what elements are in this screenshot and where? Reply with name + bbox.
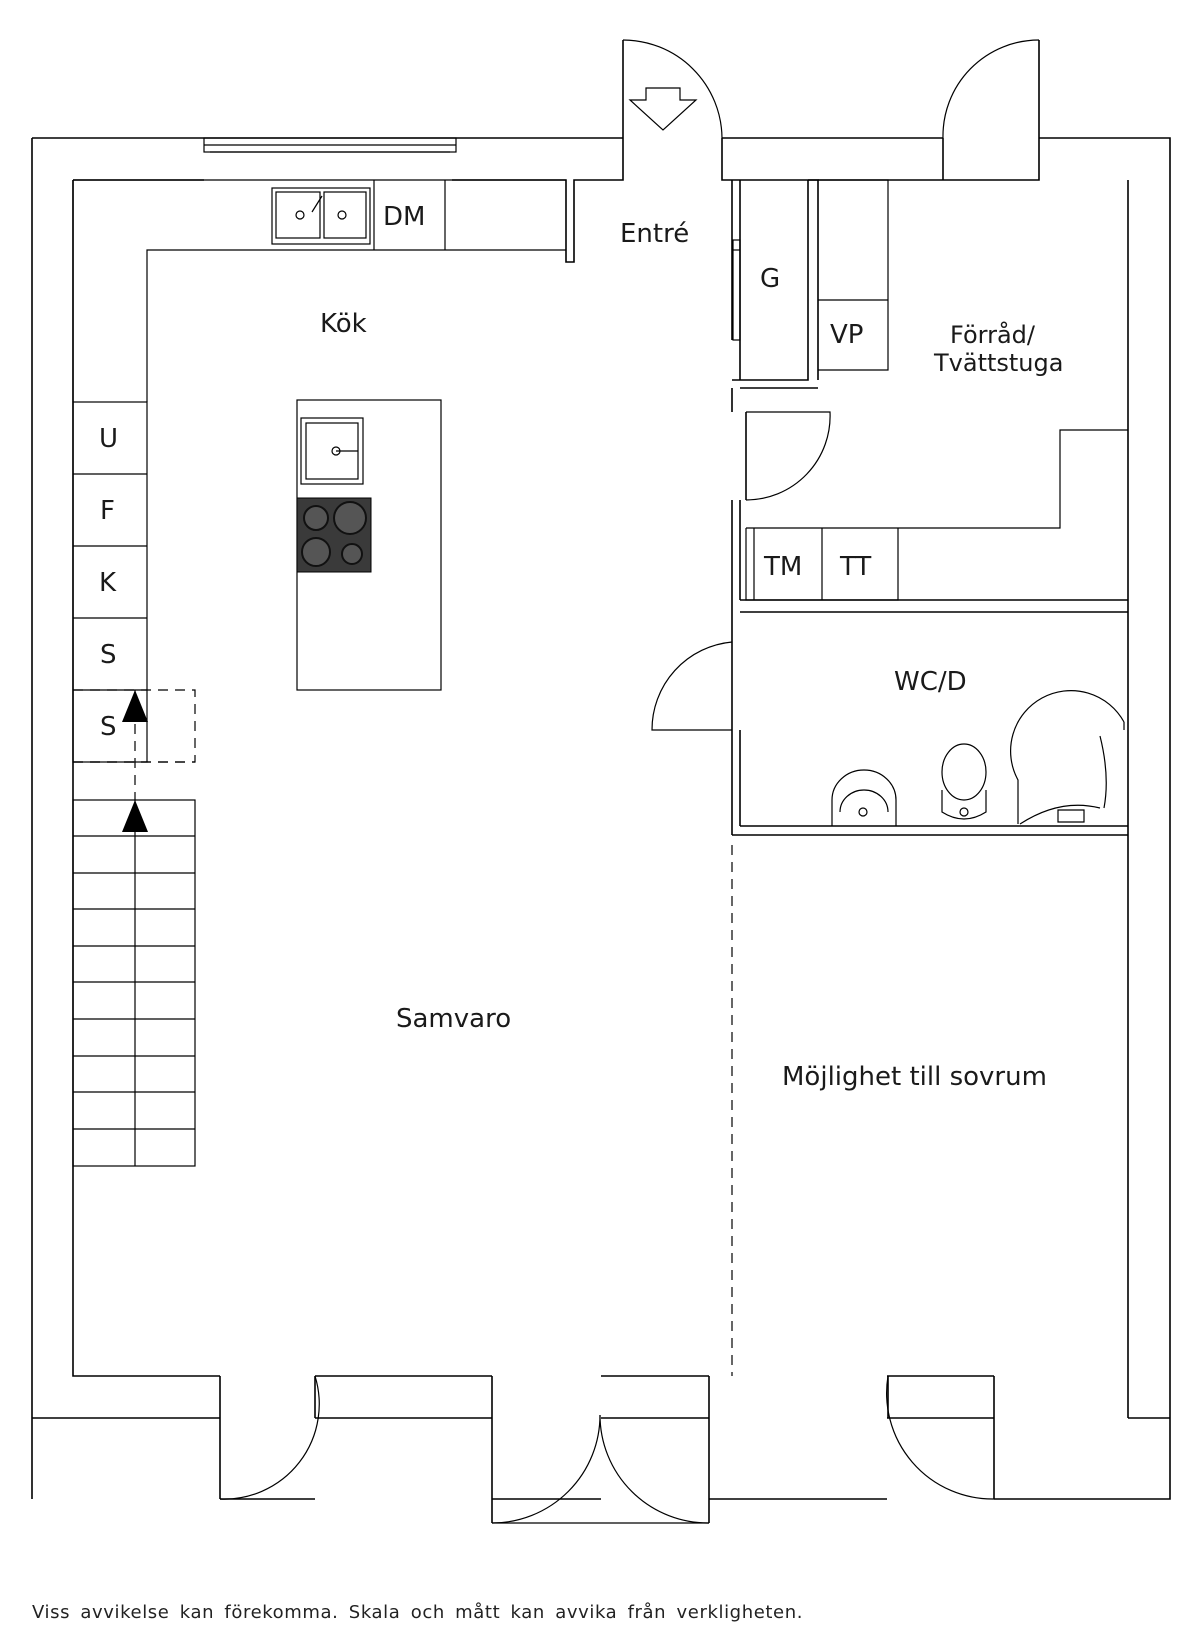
label-forrad-2: Tvättstuga <box>933 349 1063 377</box>
stair-arrow-icon <box>122 800 148 832</box>
floor-plan: DM U F K S S <box>31 39 1171 1524</box>
label-s1: S <box>100 640 117 670</box>
kitchen-counter-top: DM <box>72 179 566 402</box>
room-labels: Entré Kök G VP Förråd/ Tvättstuga TM TT … <box>320 219 1063 1092</box>
interior-walls <box>651 179 1128 1376</box>
kitchen-window <box>203 137 457 153</box>
entrance-arrow-icon <box>628 87 698 131</box>
label-wc: WC/D <box>894 667 967 697</box>
label-f: F <box>100 496 115 526</box>
label-s2: S <box>100 712 117 742</box>
label-vp: VP <box>830 320 863 350</box>
washbasin-icon <box>831 769 897 826</box>
disclaimer-text: Viss avvikelse kan förekomma. Skala och … <box>32 1602 804 1623</box>
kitchen-island <box>296 399 442 691</box>
label-samvaro: Samvaro <box>396 1004 511 1034</box>
entrance-door <box>622 39 723 139</box>
label-u: U <box>99 424 118 454</box>
toilet-icon <box>941 743 987 801</box>
stair-arrow-icon <box>122 690 148 722</box>
label-g: G <box>760 264 780 294</box>
wc-fixtures <box>831 690 1125 826</box>
storage-outer-door <box>942 39 1040 180</box>
shower-icon <box>1010 690 1125 825</box>
label-tm: TM <box>763 552 802 582</box>
label-entre: Entré <box>620 219 689 249</box>
label-k: K <box>99 568 117 598</box>
label-forrad-1: Förråd/ <box>950 320 1036 349</box>
label-tt: TT <box>839 552 871 582</box>
label-mojlighet: Möjlighet till sovrum <box>782 1062 1047 1092</box>
label-dm: DM <box>383 202 425 232</box>
bottom-doors <box>219 1375 995 1524</box>
staircase <box>72 689 196 1167</box>
label-kok: Kök <box>320 309 367 339</box>
